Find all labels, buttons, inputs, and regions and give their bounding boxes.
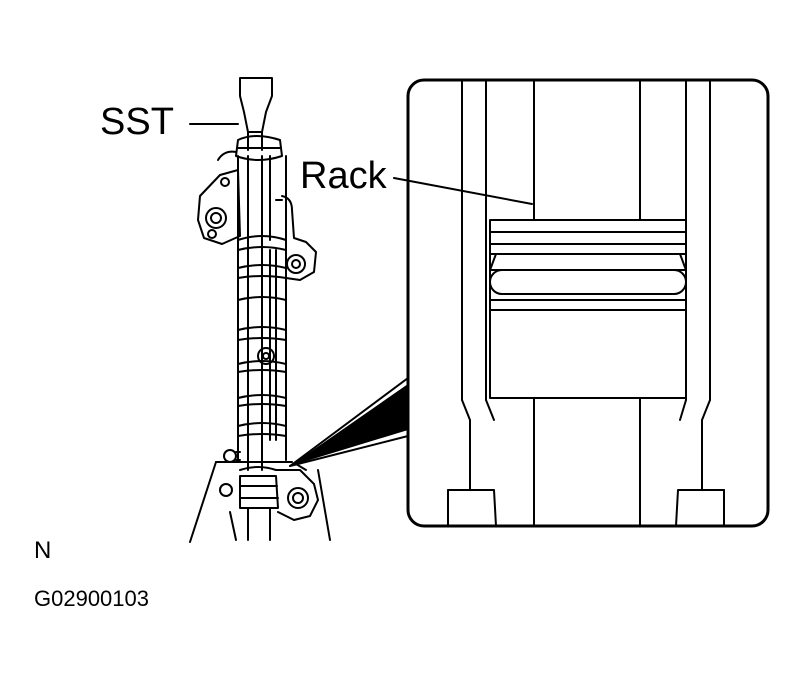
steering-gear-assembly: [189, 77, 331, 543]
lower-nut: [239, 475, 279, 509]
inset-frame: [406, 78, 770, 528]
rack-label: Rack: [300, 155, 388, 197]
piston-seal: [489, 269, 687, 295]
callout-pointer: [289, 377, 409, 467]
upper-flange: [197, 169, 241, 245]
sst-rod: [239, 77, 273, 133]
mid-bracket: [281, 195, 317, 281]
upper-collar: [235, 135, 283, 161]
lower-flange: [275, 469, 319, 521]
rack-leader: [393, 177, 533, 205]
figure-code: G02900103: [34, 586, 149, 611]
sst-label: SST: [100, 101, 174, 143]
inset-detail: [406, 78, 770, 528]
view-letter: N: [34, 537, 51, 564]
